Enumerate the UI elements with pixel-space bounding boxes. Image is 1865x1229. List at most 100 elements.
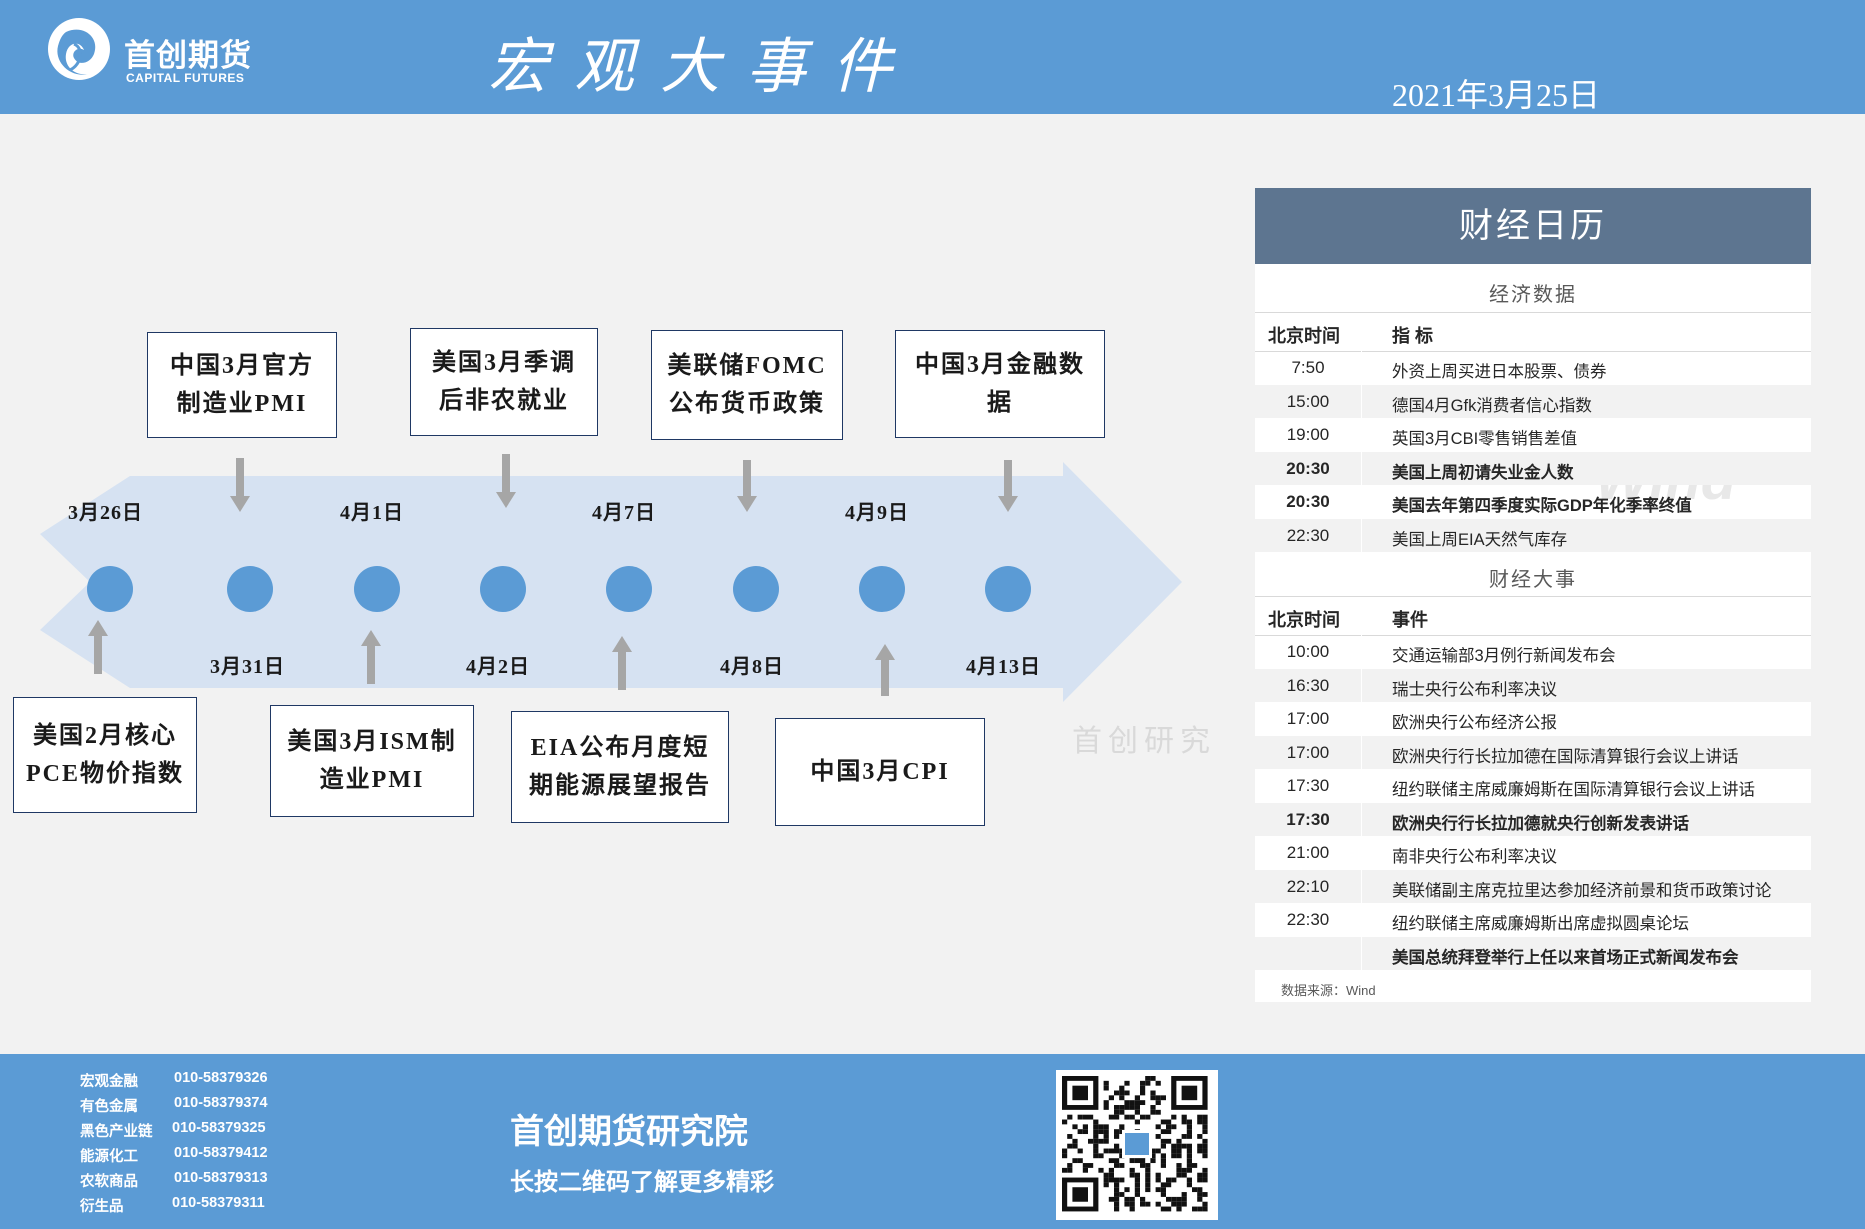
event-text: PCE物价指数 xyxy=(26,761,184,787)
row-text: 瑞士央行公布利率决议 xyxy=(1392,680,1557,699)
row-text: 英国3月CBI零售销售差值 xyxy=(1392,430,1578,448)
row-text: 纽约联储主席威廉姆斯在国际清算银行会议上讲话 xyxy=(1392,781,1755,799)
row-divider xyxy=(1361,836,1362,869)
row-text: 欧洲央行行长拉加德在国际清算银行会议上讲话 xyxy=(1392,747,1739,766)
logo-text-en: CAPITAL FUTURES xyxy=(126,71,245,85)
event-box[interactable]: 中国3月CPI xyxy=(775,718,985,826)
timeline-dot[interactable] xyxy=(227,566,273,612)
contact-line: 宏观金融 010-58379326 xyxy=(80,1070,268,1091)
contact-dept: 黑色产业链 xyxy=(80,1124,153,1140)
timeline-dot[interactable] xyxy=(354,566,400,612)
row-divider xyxy=(1361,702,1362,735)
row-time: 22:30 xyxy=(1286,910,1330,929)
row-text: 南非央行公布利率决议 xyxy=(1392,848,1557,866)
row-text: 外资上周买进日本股票、债券 xyxy=(1392,363,1607,381)
research-institute-name: 首创期货研究院 xyxy=(510,1113,748,1151)
timeline-dot[interactable] xyxy=(606,566,652,612)
row-time: 20:30 xyxy=(1286,458,1330,478)
contact-line: 衍生品 010-58379311 xyxy=(80,1195,265,1216)
event-text: 制造业PMI xyxy=(176,391,308,417)
contact-phone[interactable]: 010-58379325 xyxy=(172,1120,266,1136)
timeline-dot[interactable] xyxy=(480,566,526,612)
row-divider xyxy=(1361,802,1362,836)
contact-phone[interactable]: 010-58379374 xyxy=(174,1095,268,1111)
contact-phone[interactable]: 010-58379311 xyxy=(172,1195,265,1211)
calendar-row[interactable]: 16:30 瑞士央行公布利率决议 xyxy=(1255,668,1811,702)
contact-line: 农软商品 010-58379313 xyxy=(80,1170,268,1191)
contact-line: 能源化工 010-58379412 xyxy=(80,1145,268,1166)
finance-calendar: 财经日历 Wind 经济数据 北京时间 指 标 7:50外资上周买进日本股票、债… xyxy=(1255,188,1811,1002)
qr-prompt: 长按二维码了解更多精彩 xyxy=(510,1169,774,1196)
calendar-row[interactable]: 21:00 南非央行公布利率决议 xyxy=(1255,836,1811,869)
contact-dept: 农软商品 xyxy=(80,1174,138,1190)
contact-dept: 衍生品 xyxy=(80,1199,124,1215)
event-box[interactable]: 美国3月ISM制造业PMI xyxy=(270,705,474,817)
calendar-row[interactable]: 22:30 纽约联储主席威廉姆斯出席虚拟圆桌论坛 xyxy=(1255,903,1811,936)
row-divider xyxy=(1361,903,1362,936)
row-text: 纽约联储主席威廉姆斯出席虚拟圆桌论坛 xyxy=(1392,915,1689,933)
header-indicator: 指 标 xyxy=(1392,326,1434,346)
row-divider xyxy=(1361,869,1362,903)
row-time: 21:00 xyxy=(1286,843,1330,862)
row-divider xyxy=(1361,635,1362,668)
event-text: 中国3月金融数 xyxy=(915,352,1085,378)
timeline-date: 3月31日 xyxy=(210,656,285,678)
contact-dept: 能源化工 xyxy=(80,1149,138,1165)
row-time: 17:00 xyxy=(1286,709,1330,728)
row-divider xyxy=(1361,936,1362,970)
timeline-date: 4月9日 xyxy=(845,502,909,524)
row-divider xyxy=(1361,451,1362,485)
contact-line: 黑色产业链 010-58379325 xyxy=(80,1120,266,1141)
calendar-row[interactable]: 美国总统拜登举行上任以来首场正式新闻发布会 xyxy=(1255,936,1811,970)
page-title: 宏观大事件 xyxy=(488,32,918,102)
event-box[interactable]: EIA公布月度短期能源展望报告 xyxy=(511,711,729,823)
event-text: EIA公布月度短 xyxy=(530,735,710,761)
timeline-date: 4月2日 xyxy=(466,656,530,678)
connector-arrows xyxy=(88,454,1018,696)
timeline: 3月26日 4月1日 4月7日 4月9日 3月31日 4月2日 4月8日 4月1… xyxy=(0,114,1230,1054)
row-time: 10:00 xyxy=(1286,642,1330,661)
event-text: 中国3月CPI xyxy=(810,759,950,785)
contact-phone[interactable]: 010-58379412 xyxy=(174,1145,268,1161)
qr-code[interactable] xyxy=(1056,1070,1218,1220)
contact-dept: 宏观金融 xyxy=(80,1074,138,1090)
timeline-dot[interactable] xyxy=(733,566,779,612)
qr-code-icon xyxy=(1062,1076,1208,1212)
event-box[interactable]: 中国3月金融数据 xyxy=(895,330,1105,438)
contact-phone[interactable]: 010-58379326 xyxy=(174,1070,268,1086)
event-box[interactable]: 中国3月官方制造业PMI xyxy=(147,332,337,438)
timeline-dot[interactable] xyxy=(859,566,905,612)
section-major-events: 财经大事 xyxy=(1489,569,1577,591)
header-bar: 首创期货 CAPITAL FUTURES 宏观大事件 2021年3月25日 xyxy=(0,0,1865,114)
row-time: 16:30 xyxy=(1286,675,1330,695)
event-text: 中国3月官方 xyxy=(170,353,314,379)
timeline-date: 4月1日 xyxy=(340,502,404,524)
row-text: 德国4月Gfk消费者信心指数 xyxy=(1392,396,1592,415)
row-text: 美国上周EIA天然气库存 xyxy=(1392,530,1568,549)
timeline-date: 4月8日 xyxy=(720,656,784,678)
timeline-date: 3月26日 xyxy=(68,502,143,524)
timeline-dot[interactable] xyxy=(985,566,1031,612)
event-text: 美国3月季调 xyxy=(432,350,576,376)
events-table-header: 北京时间 事件 xyxy=(1255,596,1811,636)
row-divider xyxy=(1361,485,1362,518)
event-box[interactable]: 美国3月季调后非农就业 xyxy=(410,328,598,436)
row-text: 美国总统拜登举行上任以来首场正式新闻发布会 xyxy=(1392,948,1739,967)
timeline-dot[interactable] xyxy=(87,566,133,612)
contact-phone[interactable]: 010-58379313 xyxy=(174,1170,268,1186)
